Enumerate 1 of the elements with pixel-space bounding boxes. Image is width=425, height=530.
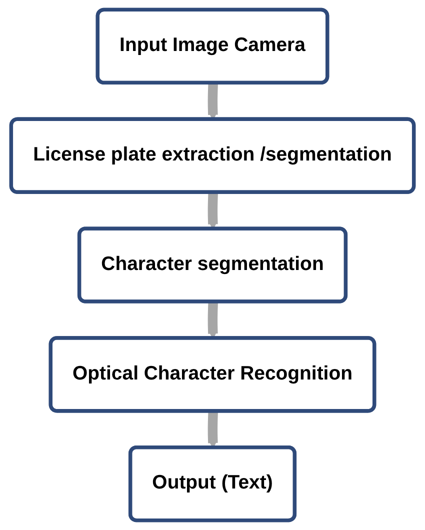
flowchart: Input Image Camera License plate extraction /segmentation Character segmentation Optical Character Recognition Output (Text) <box>0 0 425 530</box>
